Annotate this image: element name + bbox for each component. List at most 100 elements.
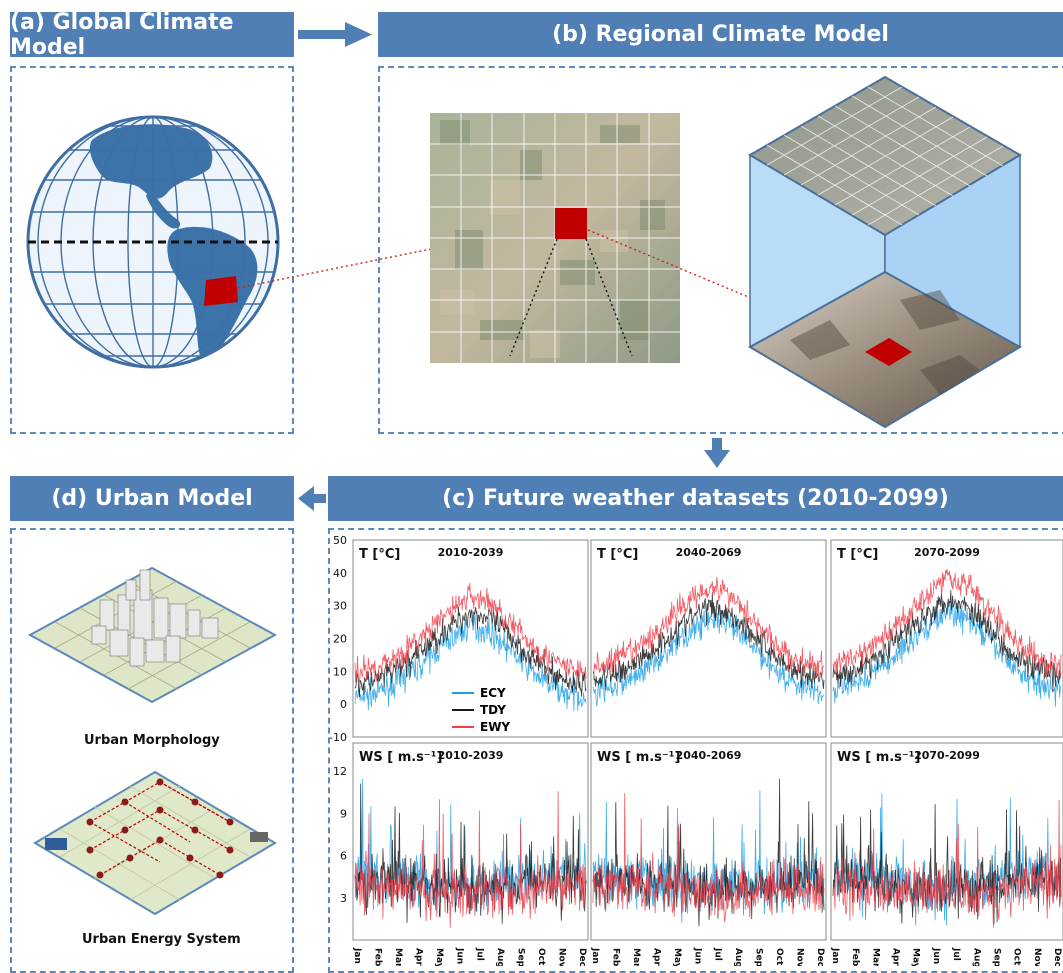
legend-ewy-label: EWY (480, 719, 511, 734)
x-tick-label: Aug (495, 948, 505, 966)
y-tick-label: 0 (340, 698, 347, 711)
x-tick-label: Oct (774, 948, 784, 966)
x-tick-label: Feb (372, 948, 382, 966)
x-tick-label: May (672, 948, 682, 966)
chart-title: 2070-2099 (914, 749, 980, 762)
chart-ylabel: WS [ m.s⁻¹] (837, 750, 920, 765)
y-tick-label: 40 (333, 567, 347, 580)
x-tick-label: Aug (971, 948, 981, 966)
x-tick-label: Apr (651, 948, 661, 966)
x-tick-label: Jan (590, 947, 600, 964)
x-tick-label: Jun (454, 947, 464, 964)
panel-b-title: (b) Regional Climate Model (378, 12, 1063, 57)
urban-morphology-label: Urban Morphology (84, 733, 220, 748)
panel-a-frame (10, 66, 294, 434)
legend-ecy: ECY (452, 684, 510, 701)
x-tick-label: Feb (850, 948, 860, 966)
x-tick-label: May (434, 948, 444, 966)
panel-d-title: (d) Urban Model (10, 476, 294, 521)
legend-ecy-label: ECY (480, 685, 506, 700)
panel-b-frame (378, 66, 1063, 434)
x-tick-label: Feb (610, 948, 620, 966)
chart-ylabel: T [°C] (837, 547, 878, 562)
x-tick-label: Mar (393, 948, 403, 966)
chart-title: 2070-2099 (914, 546, 980, 559)
rcm-satellite-grid (430, 113, 680, 363)
x-tick-label: Dec (577, 948, 587, 966)
x-tick-label: Sep (991, 948, 1001, 966)
x-tick-label: Jun (931, 947, 941, 964)
x-tick-label: Apr (413, 948, 423, 966)
arrow-a-to-b (298, 22, 372, 47)
series-ewy (354, 791, 587, 928)
chart-ylabel: WS [ m.s⁻¹] (597, 750, 680, 765)
chart-title: 2040-2069 (676, 546, 742, 559)
panel-c-title: (c) Future weather datasets (2010-2099) (328, 476, 1063, 521)
series-tdy (832, 590, 1062, 693)
series-ewy (592, 576, 825, 680)
x-tick-label: Aug (733, 948, 743, 966)
chart-title: 2010-2039 (438, 546, 504, 559)
chart-frame (352, 539, 589, 738)
x-tick-label: Jul (713, 947, 723, 961)
x-tick-label: Dec (1052, 948, 1062, 966)
x-tick-label: Apr (891, 948, 901, 966)
arrow-c-to-d (298, 486, 326, 511)
y-tick-label: 10 (333, 665, 347, 678)
x-tick-label: May (911, 948, 921, 966)
x-tick-label: Nov (795, 948, 805, 966)
series-tdy (354, 606, 587, 698)
legend-ewy: EWY (452, 718, 510, 735)
series-ecy (592, 609, 825, 707)
x-tick-label: Oct (536, 948, 546, 966)
series-tdy (592, 592, 825, 691)
chart-ylabel: T [°C] (597, 547, 638, 562)
urban-morphology-illustration (27, 566, 278, 704)
y-tick-label: -10 (329, 731, 347, 744)
x-tick-label: Nov (557, 948, 567, 966)
series-ewy (832, 569, 1062, 680)
chart-temperature-2070-2099: 2070-2099 T [°C] (830, 539, 1063, 738)
chart-ylabel: WS [ m.s⁻¹] (359, 750, 442, 765)
x-tick-label: Jan (352, 947, 362, 964)
x-tick-label: Jul (951, 947, 961, 961)
arrow-b-to-c (704, 438, 730, 468)
connector-gcm-rcm (237, 223, 556, 289)
globe (26, 115, 280, 369)
x-tick-label: Jul (475, 947, 485, 961)
rcm-cell (555, 208, 587, 239)
x-tick-label: Oct (1012, 948, 1022, 966)
series-ewy (354, 582, 587, 683)
series-ewy (832, 799, 1062, 928)
cube-cell (865, 338, 912, 366)
x-tick-label: Nov (1032, 948, 1042, 966)
series-ewy (592, 792, 825, 922)
y-tick-label: 30 (333, 600, 347, 613)
rcm-3d-cube (747, 75, 1023, 429)
chart-legend: ECY TDY EWY (452, 684, 510, 735)
chart-title: 2010-2039 (438, 749, 504, 762)
x-tick-label: Dec (815, 948, 825, 966)
x-tick-label: Jan (830, 947, 840, 964)
y-tick-label: 6 (340, 850, 347, 863)
y-tick-label: 12 (333, 765, 347, 778)
chart-frame (352, 742, 589, 941)
y-tick-label: 9 (340, 807, 347, 820)
x-tick-label: Sep (754, 948, 764, 966)
x-tick-label: Sep (516, 948, 526, 966)
urban-energy-label: Urban Energy System (82, 932, 241, 947)
chart-frame (590, 539, 827, 738)
chart-ylabel: T [°C] (359, 547, 400, 562)
y-tick-label: 3 (340, 892, 347, 905)
legend-tdy: TDY (452, 701, 510, 718)
chart-temperature-2040-2069: 2040-2069 T [°C] (590, 539, 827, 738)
x-tick-label: Mar (870, 948, 880, 966)
legend-tdy-label: TDY (480, 702, 506, 717)
panel-a-title: (a) Global Climate Model (10, 10, 294, 60)
